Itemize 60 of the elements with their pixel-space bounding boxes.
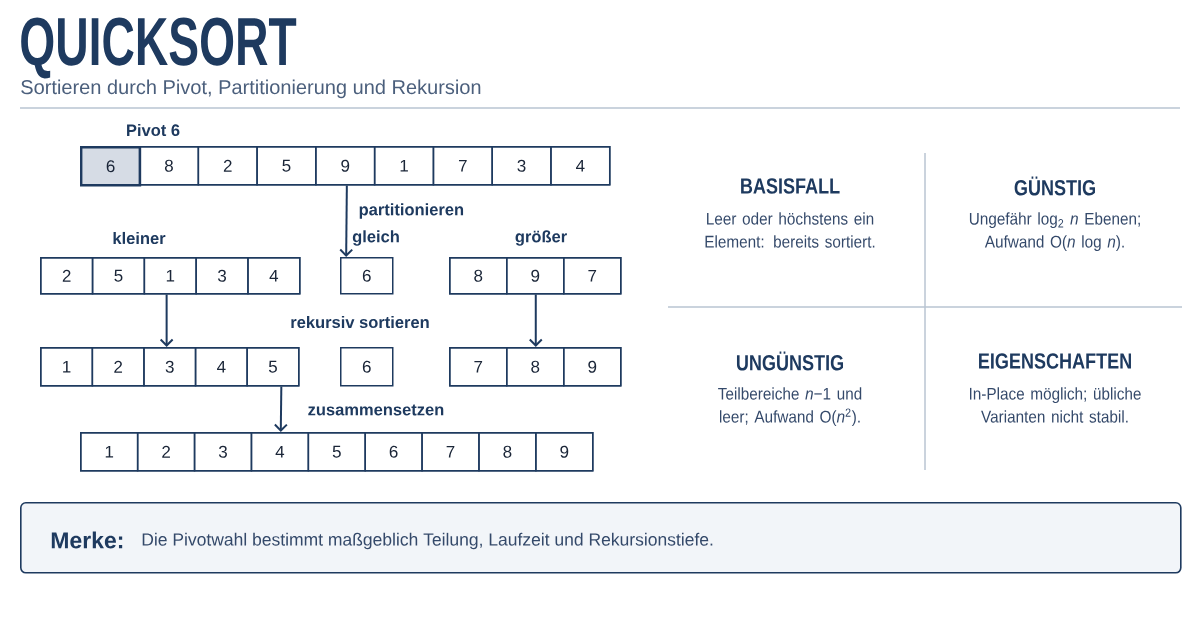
array-cell: 1 <box>143 257 197 295</box>
array-cell: 3 <box>193 432 253 472</box>
array-cell: 8 <box>138 146 200 186</box>
array-cell: 7 <box>421 432 480 472</box>
pivot-cell: 6 <box>80 146 142 187</box>
array-cell: 7 <box>432 146 493 186</box>
panel-heading: GÜNSTIG <box>1014 176 1095 196</box>
array-cell: 1 <box>80 432 139 472</box>
panel-text: Leer oder höchstens ein Element: bereits sortiert. <box>705 212 875 248</box>
array-cell: 2 <box>40 257 94 295</box>
array-cell: 9 <box>535 432 594 472</box>
array-cell: 7 <box>563 257 622 295</box>
panel-heading: UNGÜNSTIG <box>736 351 843 371</box>
pivot-label: Pivot 6 <box>127 123 180 137</box>
arrow <box>159 293 174 347</box>
panel-text: Ungefähr log$_{2}$ n Ebenen; Aufwand O(n log n). <box>969 212 1140 252</box>
note-box <box>20 502 1182 574</box>
edge-label: partitionieren <box>357 201 466 220</box>
group-label: gleich <box>352 230 399 246</box>
array-cell: 5 <box>307 432 366 472</box>
panel-text: Teilbereiche n−1 und leer; Aufwand O(n$^{2}$). <box>718 387 862 427</box>
note-label: Merke: <box>51 531 123 549</box>
array-cell: 2 <box>197 146 258 186</box>
array-cell: 5 <box>256 146 317 186</box>
array-cell: 4 <box>194 347 248 387</box>
step-label: rekursiv sortieren <box>291 315 429 329</box>
array-cell: 3 <box>143 347 197 387</box>
array-cell: 4 <box>247 257 301 295</box>
array-cell: 2 <box>91 347 145 387</box>
group-label: größer <box>515 230 567 246</box>
panel-heading: BASISFALL <box>741 178 840 194</box>
array-cell: 3 <box>195 257 249 295</box>
array-cell: 9 <box>506 257 565 295</box>
array-cell: 5 <box>246 347 300 387</box>
array-cell: 1 <box>40 347 94 387</box>
array-cell: 8 <box>449 257 508 295</box>
panel-text: In-Place möglich; übliche Varianten nicht stabil. <box>969 387 1141 423</box>
edge-label: zusammensetzen <box>306 403 446 417</box>
panel-heading: EIGENSCHAFTEN <box>979 353 1131 369</box>
array-cell: 8 <box>506 347 565 387</box>
array-cell: 1 <box>373 146 435 186</box>
array-cell: 6 <box>364 432 423 472</box>
array-cell: 5 <box>91 257 146 295</box>
array-cell: 8 <box>478 432 537 472</box>
subtitle: Sortieren durch Pivot, Partitionierung und Rekursion <box>21 79 481 99</box>
array-cell: 9 <box>315 146 376 186</box>
arrow <box>273 385 288 432</box>
arrow <box>528 293 543 347</box>
array-cell: 6 <box>340 257 394 295</box>
array-cell: 6 <box>340 347 394 387</box>
title: QUICKSORT <box>21 17 297 79</box>
array-cell: 2 <box>136 432 196 472</box>
array-cell: 4 <box>250 432 310 472</box>
arrow <box>339 184 354 257</box>
array-cell: 9 <box>563 347 622 387</box>
note-text: Die Pivotwahl bestimmt maßgeblich Teilung, Laufzeit und Rekursionstiefe. <box>142 532 713 550</box>
array-cell: 3 <box>491 146 552 186</box>
array-cell: 7 <box>449 347 508 387</box>
group-label: kleiner <box>113 231 166 245</box>
array-cell: 4 <box>550 146 611 186</box>
